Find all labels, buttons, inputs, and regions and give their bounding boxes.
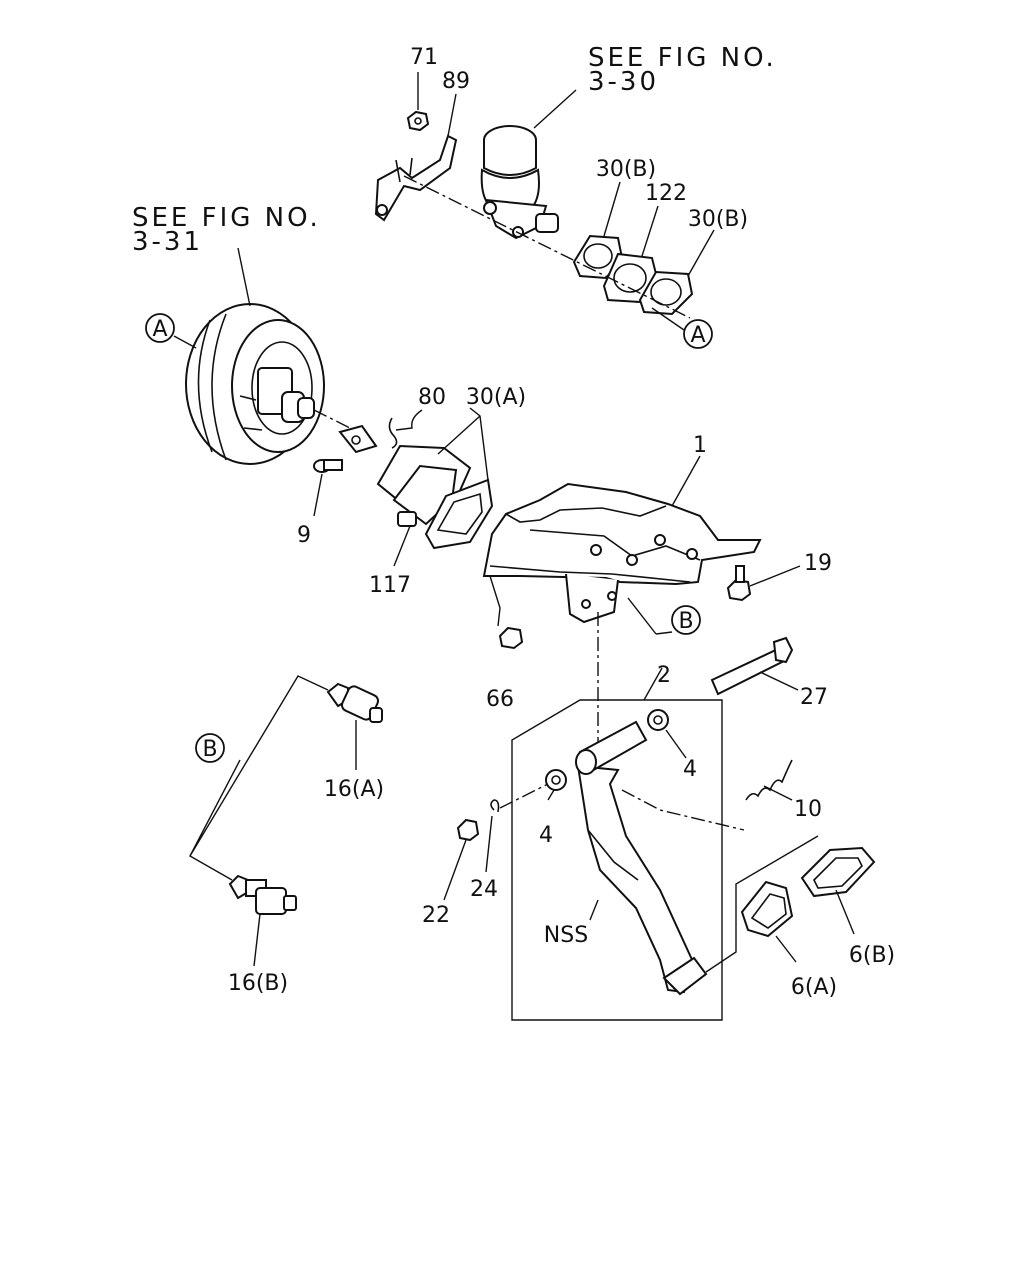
- callout-b-switch: B: [202, 737, 217, 762]
- leader-a-left: [173, 335, 197, 349]
- callout-a-right: A: [690, 323, 705, 348]
- pedal-bracket-1: [482, 482, 762, 624]
- spacer-117: [376, 444, 472, 527]
- see-fig-master-line1[interactable]: SEE FIG NO.: [588, 43, 777, 73]
- label-89[interactable]: 89: [442, 69, 470, 94]
- leader-24: [485, 815, 493, 873]
- pedal-assembly-box-2: [511, 699, 723, 1021]
- clip-80: [388, 417, 398, 449]
- return-spring-10: [745, 759, 793, 801]
- callout-b-switch-circle[interactable]: [195, 733, 225, 763]
- label-80[interactable]: 80: [418, 385, 446, 410]
- leader-6b: [835, 889, 855, 935]
- switch-16a: [326, 682, 383, 723]
- label-16b[interactable]: 16(B): [228, 971, 288, 996]
- mounting-bracket-89: [374, 134, 458, 222]
- label-66[interactable]: 66: [486, 687, 514, 712]
- axis-line-booster: [313, 409, 351, 429]
- label-117[interactable]: 117: [369, 573, 411, 598]
- leader-b-bracket: [627, 597, 657, 635]
- label-30b-right[interactable]: 30(B): [688, 207, 748, 232]
- leader-30b-left: [603, 181, 621, 237]
- leader-9: [313, 473, 323, 517]
- nut-22: [456, 818, 480, 842]
- nut-71: [406, 110, 430, 132]
- clevis-pin-9: [313, 459, 343, 473]
- bushing-4-left: [545, 769, 567, 791]
- label-122[interactable]: 122: [645, 181, 687, 206]
- label-30a[interactable]: 30(A): [466, 385, 526, 410]
- brake-booster: [185, 303, 325, 465]
- leader-1: [671, 455, 701, 507]
- leader-a-right: [651, 307, 685, 331]
- label-22[interactable]: 22: [422, 903, 450, 928]
- clevis: [338, 424, 378, 454]
- leader-booster-ref: [237, 247, 251, 307]
- label-71[interactable]: 71: [410, 45, 438, 70]
- callout-a-left-circle[interactable]: [145, 313, 175, 343]
- label-9[interactable]: 9: [297, 523, 311, 548]
- spring-hook-line: [621, 789, 745, 831]
- switch-16b: [228, 874, 297, 915]
- leader-10: [763, 785, 793, 801]
- leader-4-right: [665, 729, 687, 759]
- gasket-30a: [424, 478, 494, 550]
- bushing-4-right: [647, 709, 669, 731]
- label-6a[interactable]: 6(A): [791, 975, 837, 1000]
- leader-122: [641, 205, 659, 257]
- label-27[interactable]: 27: [800, 685, 828, 710]
- callout-b-bracket: B: [678, 609, 693, 634]
- leader-b-switch: [189, 675, 329, 881]
- see-fig-master-line2[interactable]: 3-30: [588, 67, 659, 97]
- label-nss[interactable]: NSS: [544, 923, 588, 948]
- label-16a[interactable]: 16(A): [324, 777, 384, 802]
- label-19[interactable]: 19: [804, 551, 832, 576]
- leader-2: [643, 667, 663, 701]
- leader-master-ref: [533, 89, 577, 129]
- callout-b-bracket-circle[interactable]: [671, 605, 701, 635]
- bolt-19: [726, 565, 752, 602]
- leader-16b: [253, 913, 261, 967]
- snap-ring-24: [490, 799, 500, 813]
- gasket-30b-right: [638, 270, 694, 316]
- leader-66: [489, 575, 501, 627]
- leader-80: [395, 409, 423, 431]
- label-30b-left[interactable]: 30(B): [596, 157, 656, 182]
- pedal-pad-6b: [800, 846, 876, 898]
- label-24[interactable]: 24: [470, 877, 498, 902]
- see-fig-booster-line2[interactable]: 3-31: [132, 227, 203, 257]
- label-1[interactable]: 1: [693, 433, 707, 458]
- label-4-right[interactable]: 4: [683, 757, 697, 782]
- leader-19: [749, 565, 801, 587]
- leader-22: [443, 839, 467, 901]
- leader-6a: [775, 935, 797, 963]
- see-fig-booster-line1[interactable]: SEE FIG NO.: [132, 203, 321, 233]
- axis-line-pivot: [499, 783, 549, 809]
- pedal-pad-6a: [740, 880, 794, 938]
- leader-30a: [437, 407, 489, 481]
- label-6b[interactable]: 6(B): [849, 943, 895, 968]
- callout-a-left: A: [152, 317, 167, 342]
- bolt-27: [710, 636, 794, 696]
- leader-89: [447, 93, 457, 137]
- callout-a-right-circle[interactable]: [683, 319, 713, 349]
- axis-line-master: [403, 175, 691, 319]
- leader-b-bracket-2: [655, 631, 673, 635]
- leader-4-left: [547, 789, 555, 801]
- leader-30b-right: [687, 229, 715, 277]
- label-10[interactable]: 10: [794, 797, 822, 822]
- brake-pedal-arm: [575, 720, 708, 996]
- leader-nss: [589, 899, 599, 921]
- label-4-left[interactable]: 4: [539, 823, 553, 848]
- leader-pad-mount: [705, 835, 819, 973]
- nut-66: [498, 626, 524, 650]
- master-cylinder: [480, 125, 559, 240]
- label-2[interactable]: 2: [657, 663, 671, 688]
- leader-117: [393, 525, 411, 567]
- leader-27: [759, 671, 799, 691]
